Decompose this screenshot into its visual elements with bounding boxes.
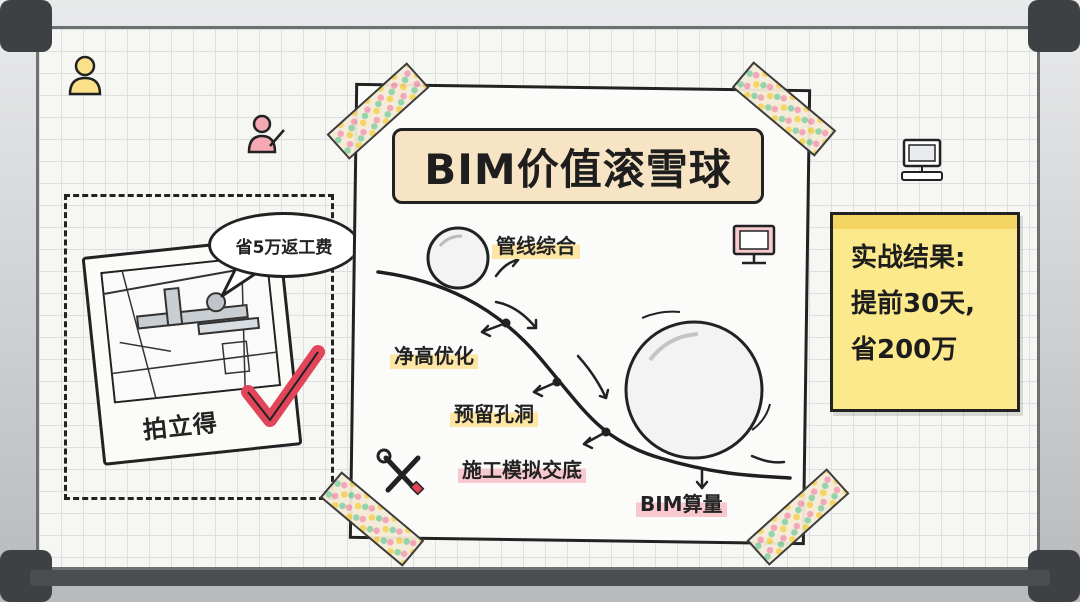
polaroid-photo: 拍立得 (81, 236, 303, 466)
frame-corner-top-left (0, 0, 52, 52)
result-line-3: 省200万 (851, 335, 958, 365)
speech-bubble: 省5万返工费 (208, 212, 360, 278)
step-label-headroom-optimization: 净高优化 (390, 340, 478, 369)
result-sticky-note: 实战结果: 提前30天, 省200万 (830, 212, 1020, 412)
result-line-2: 提前30天, (851, 289, 976, 319)
monitor-icon (732, 224, 776, 265)
step-label-reserved-openings: 预留孔洞 (450, 398, 538, 427)
person-with-pencil-icon (247, 114, 285, 154)
computer-icon (901, 138, 943, 181)
pipe-sketch-image (100, 254, 282, 404)
wrench-screwdriver-icon (376, 448, 425, 496)
step-label-construction-simulation: 施工模拟交底 (458, 454, 586, 483)
diagram-title: BIM价值滚雪球 (392, 128, 764, 204)
dashed-frame (64, 194, 334, 500)
step-label-pipe-coordination: 管线综合 (492, 230, 580, 259)
flow-arrows (480, 254, 786, 490)
sticky-band (833, 215, 1017, 229)
result-line-1: 实战结果: (851, 243, 966, 273)
person-icon (68, 55, 102, 96)
frame-corner-top-right (1028, 0, 1080, 52)
small-snowball (426, 226, 490, 290)
large-snowball (624, 310, 771, 460)
step-label-bim-quantity: BIM算量 (636, 488, 727, 517)
bubble-tail (220, 267, 259, 298)
slope-curve (376, 270, 792, 480)
marker-tray (30, 570, 1050, 586)
